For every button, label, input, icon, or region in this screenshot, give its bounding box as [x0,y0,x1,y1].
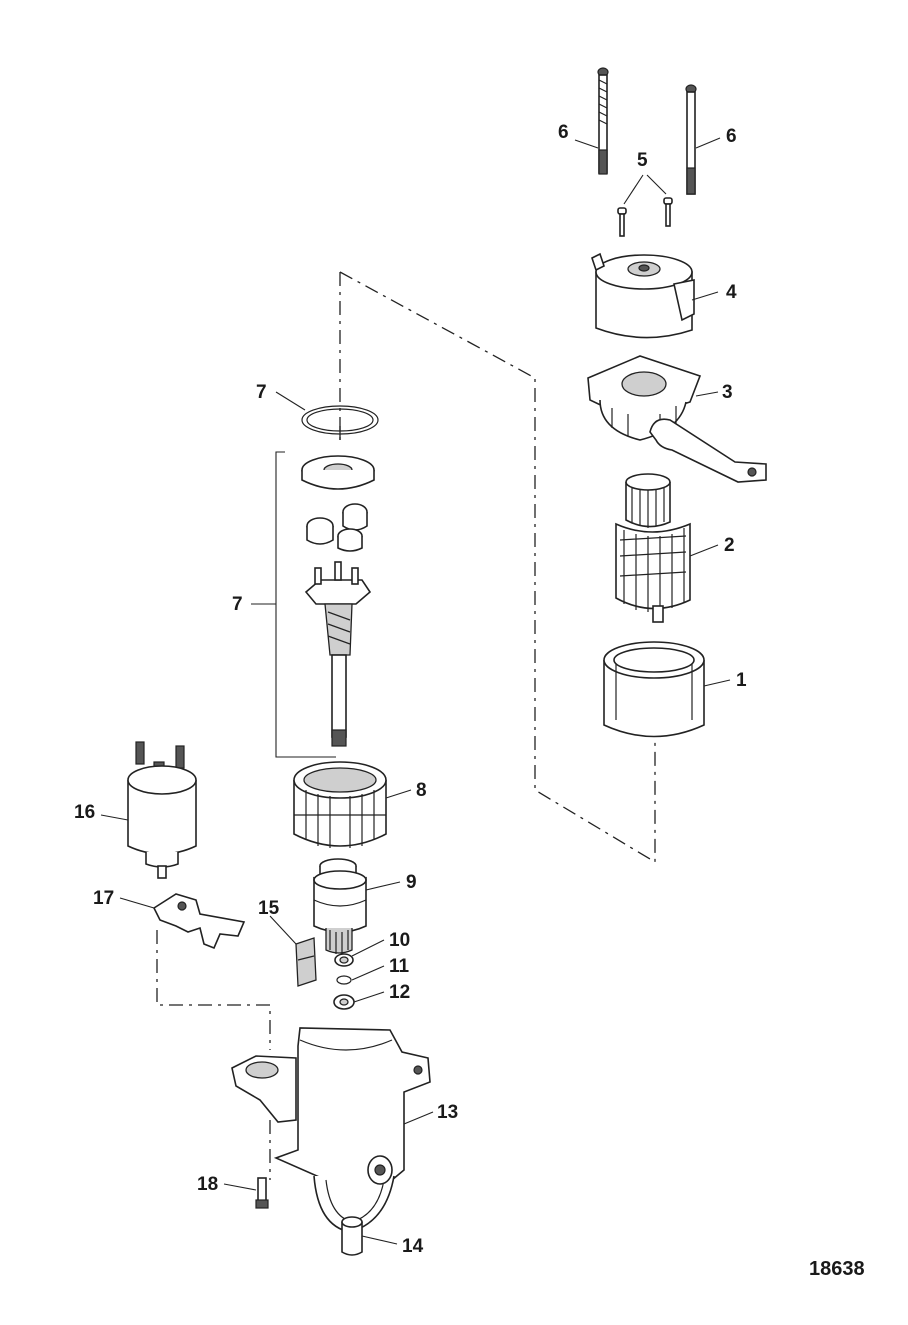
planetary-gear-set [301,455,375,747]
callout-18: 17 [93,888,114,909]
callout-1: 1 [736,670,747,691]
callout-10: 9 [406,872,417,893]
o-ring [301,405,379,435]
mounting-bolt [255,1177,269,1209]
screw-right [663,197,673,227]
callout-9: 8 [416,780,427,801]
solenoid [127,741,197,879]
field-frame [603,641,705,738]
callout-14: 13 [437,1102,458,1123]
through-bolt-left [597,67,609,175]
callout-2: 2 [724,535,735,556]
shift-lever [152,893,246,950]
through-bolt-right [685,84,697,195]
ring-gear [293,761,387,848]
figure-reference-number: 18638 [809,1258,865,1280]
leader-lines [100,137,731,1245]
bushing [341,1216,363,1256]
callout-6-left: 6 [558,122,569,143]
lever-bracket [295,937,317,987]
callout-5: 5 [637,150,648,171]
callout-13: 12 [389,982,410,1003]
thrust-collar [333,994,355,1010]
drive-housing [231,1027,431,1233]
assembly-guide-lines [156,271,656,1180]
callout-7-label: 7 [232,594,243,615]
callout-labels: 6 6 5 4 3 2 1 7 6 7 8 9 10 11 12 15 16 1… [74,122,865,1280]
end-cap [591,252,695,339]
callout-8: 7 [256,382,267,403]
retaining-ring [336,975,352,985]
armature [615,473,691,623]
callout-4: 4 [726,282,737,303]
drive-pinion [313,858,367,954]
callout-16: 15 [258,898,280,919]
brush-holder [587,355,767,483]
callout-15: 14 [402,1236,424,1257]
callout-3: 3 [722,382,733,403]
callout-17: 16 [74,802,95,823]
callout-12: 11 [389,956,410,977]
stop-collar [334,953,354,967]
callout-11: 10 [389,930,410,951]
screw-left [617,207,627,237]
callout-6-right: 6 [726,126,737,147]
callout-19: 18 [197,1174,218,1195]
